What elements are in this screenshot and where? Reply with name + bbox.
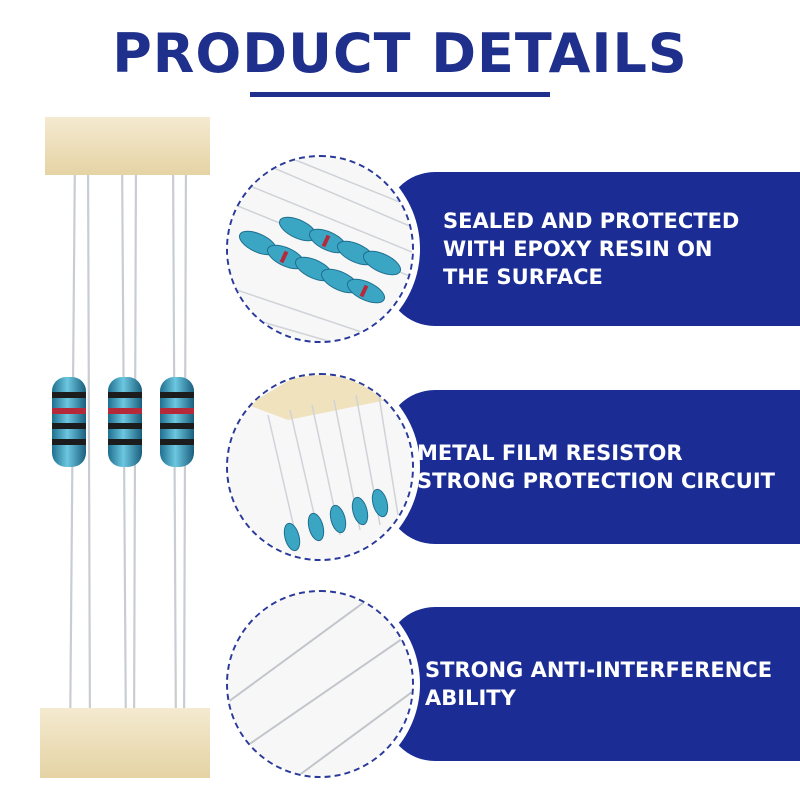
feature-card-anti-interference: STRONG ANTI-INTERFERENCE ABILITY [385,607,800,761]
zoom-image-resistor-row [226,373,414,561]
feature-text: METAL FILM RESISTOR STRONG PROTECTION CI… [417,441,775,493]
feature-card-metal-film: METAL FILM RESISTOR STRONG PROTECTION CI… [385,390,800,544]
resistor-product-photo [40,117,210,778]
top-tape-strip [45,117,210,175]
feature-text: STRONG ANTI-INTERFERENCE ABILITY [425,658,773,710]
resistor-3 [160,377,194,467]
feature-text: SEALED AND PROTECTED WITH EPOXY RESIN ON… [443,209,740,289]
resistor-2 [108,377,142,467]
zoom-image-resistor-cluster [226,155,414,343]
zoom-image-lead-wires [226,590,414,778]
resistor-1 [52,377,86,467]
bottom-tape-strip [40,708,210,778]
page-title: PRODUCT DETAILS [112,22,688,85]
feature-card-epoxy: SEALED AND PROTECTED WITH EPOXY RESIN ON… [385,172,800,326]
title-underline [250,92,550,97]
